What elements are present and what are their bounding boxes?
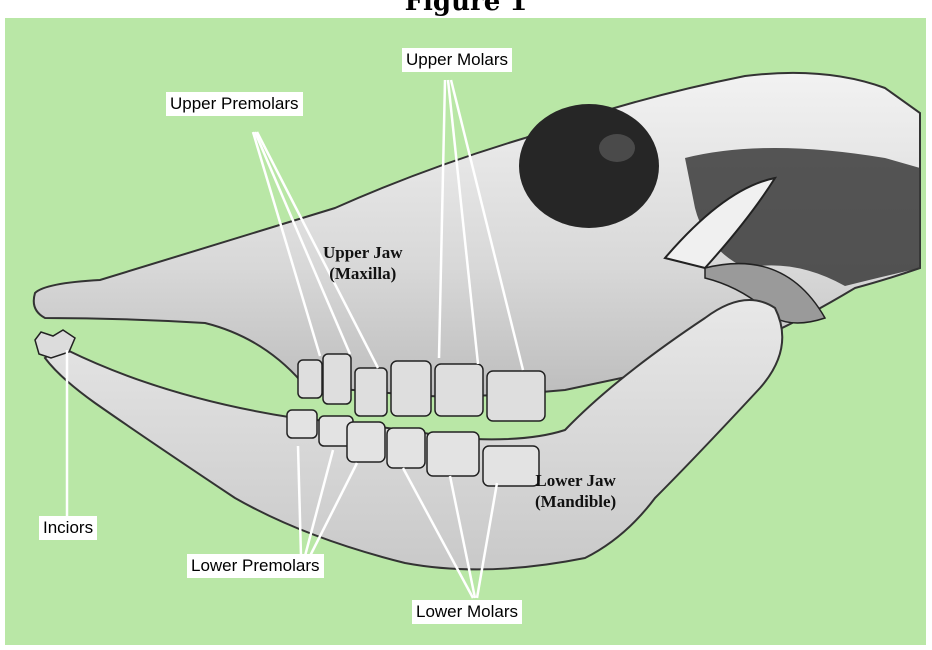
skull-diagram-panel: Upper Premolars Upper Molars Inciors Low… — [5, 18, 926, 645]
skull-illustration — [5, 18, 926, 645]
lower-jaw-latin: (Mandible) — [535, 491, 616, 512]
label-incisors: Inciors — [39, 516, 97, 540]
label-lower-jaw: Lower Jaw (Mandible) — [535, 470, 616, 512]
label-upper-jaw: Upper Jaw (Maxilla) — [323, 242, 403, 284]
label-lower-molars: Lower Molars — [412, 600, 522, 624]
label-lower-premolars: Lower Premolars — [187, 554, 324, 578]
upper-jaw-name: Upper Jaw — [323, 242, 403, 263]
figure-title: Figure 1 — [0, 0, 932, 18]
eye-orbit — [519, 104, 659, 228]
label-upper-molars: Upper Molars — [402, 48, 512, 72]
label-upper-premolars: Upper Premolars — [166, 92, 303, 116]
upper-jaw-latin: (Maxilla) — [323, 263, 403, 284]
lower-jaw-name: Lower Jaw — [535, 470, 616, 491]
